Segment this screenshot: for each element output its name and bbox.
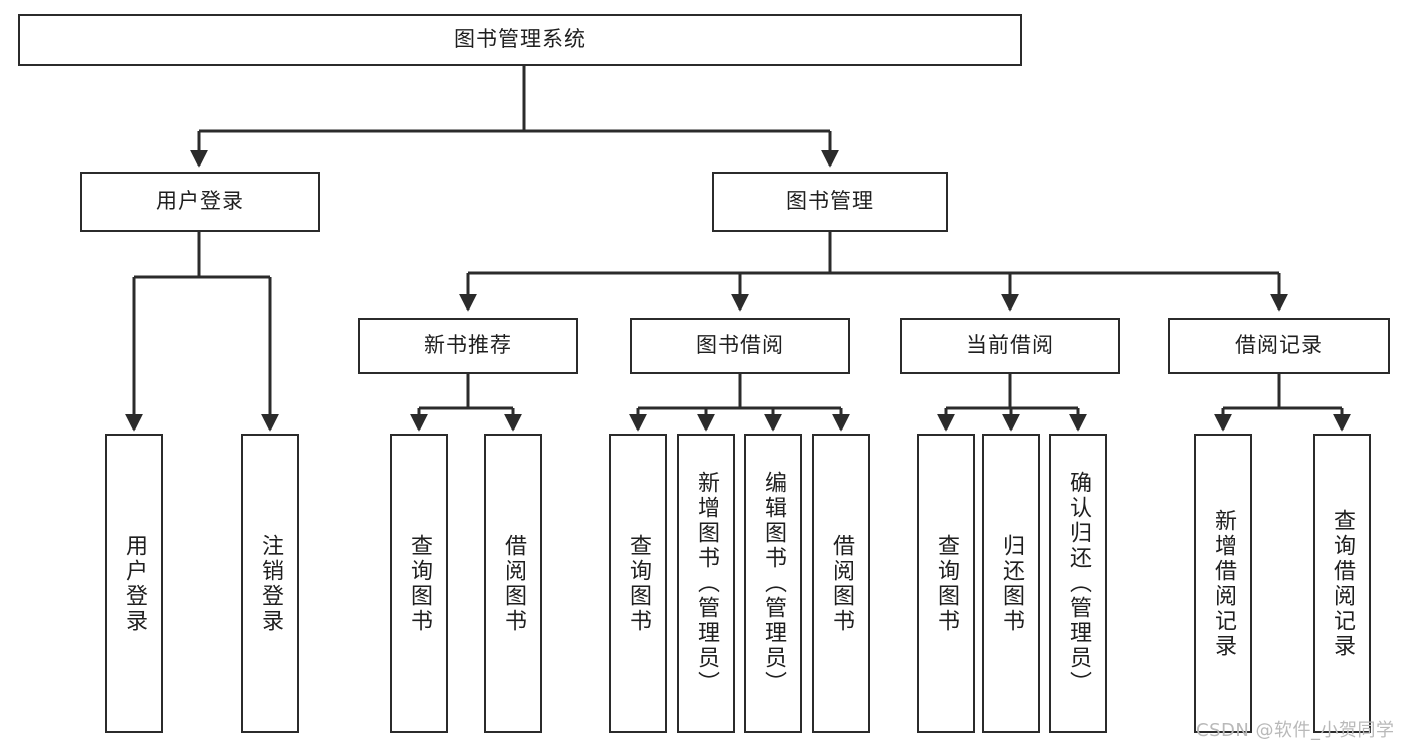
node-book-borrow[interactable]: 图书借阅 — [630, 318, 850, 374]
leaf-cb-confirm-return-label: 确认归还（管理员） — [1066, 471, 1091, 696]
leaf-user-login-label: 用户登录 — [122, 533, 147, 634]
node-current-borrow[interactable]: 当前借阅 — [900, 318, 1120, 374]
node-user-login-label: 用户登录 — [156, 189, 244, 214]
leaf-nb-borrow-book[interactable]: 借阅图书 — [484, 434, 542, 733]
node-book-borrow-label: 图书借阅 — [696, 333, 784, 358]
node-new-book-recommend[interactable]: 新书推荐 — [358, 318, 578, 374]
leaf-cb-query-book-label: 查询图书 — [934, 533, 959, 634]
node-root-label: 图书管理系统 — [454, 27, 586, 52]
node-root[interactable]: 图书管理系统 — [18, 14, 1022, 66]
leaf-bb-add-book-label: 新增图书（管理员） — [694, 471, 719, 696]
leaf-cb-confirm-return[interactable]: 确认归还（管理员） — [1049, 434, 1107, 733]
leaf-bb-borrow-book[interactable]: 借阅图书 — [812, 434, 870, 733]
leaf-bb-query-book-label: 查询图书 — [626, 533, 651, 634]
leaf-cb-return-book[interactable]: 归还图书 — [982, 434, 1040, 733]
node-user-login[interactable]: 用户登录 — [80, 172, 320, 232]
leaf-bb-query-book[interactable]: 查询图书 — [609, 434, 667, 733]
leaf-br-query-record[interactable]: 查询借阅记录 — [1313, 434, 1371, 733]
leaf-nb-query-book[interactable]: 查询图书 — [390, 434, 448, 733]
leaf-nb-borrow-book-label: 借阅图书 — [501, 533, 526, 634]
leaf-logout-label: 注销登录 — [258, 533, 283, 634]
leaf-br-add-record[interactable]: 新增借阅记录 — [1194, 434, 1252, 733]
node-new-book-recommend-label: 新书推荐 — [424, 333, 512, 358]
leaf-bb-borrow-book-label: 借阅图书 — [829, 533, 854, 634]
leaf-user-login[interactable]: 用户登录 — [105, 434, 163, 733]
leaf-nb-query-book-label: 查询图书 — [407, 533, 432, 634]
leaf-logout[interactable]: 注销登录 — [241, 434, 299, 733]
leaf-bb-edit-book[interactable]: 编辑图书（管理员） — [744, 434, 802, 733]
leaf-bb-edit-book-label: 编辑图书（管理员） — [761, 471, 786, 696]
node-borrow-record-label: 借阅记录 — [1235, 333, 1323, 358]
leaf-bb-add-book[interactable]: 新增图书（管理员） — [677, 434, 735, 733]
leaf-cb-return-book-label: 归还图书 — [999, 533, 1024, 634]
node-current-borrow-label: 当前借阅 — [966, 333, 1054, 358]
leaf-cb-query-book[interactable]: 查询图书 — [917, 434, 975, 733]
node-book-manage-label: 图书管理 — [786, 189, 874, 214]
leaf-br-add-record-label: 新增借阅记录 — [1211, 508, 1236, 659]
node-borrow-record[interactable]: 借阅记录 — [1168, 318, 1390, 374]
leaf-br-query-record-label: 查询借阅记录 — [1330, 508, 1355, 659]
node-book-manage[interactable]: 图书管理 — [712, 172, 948, 232]
